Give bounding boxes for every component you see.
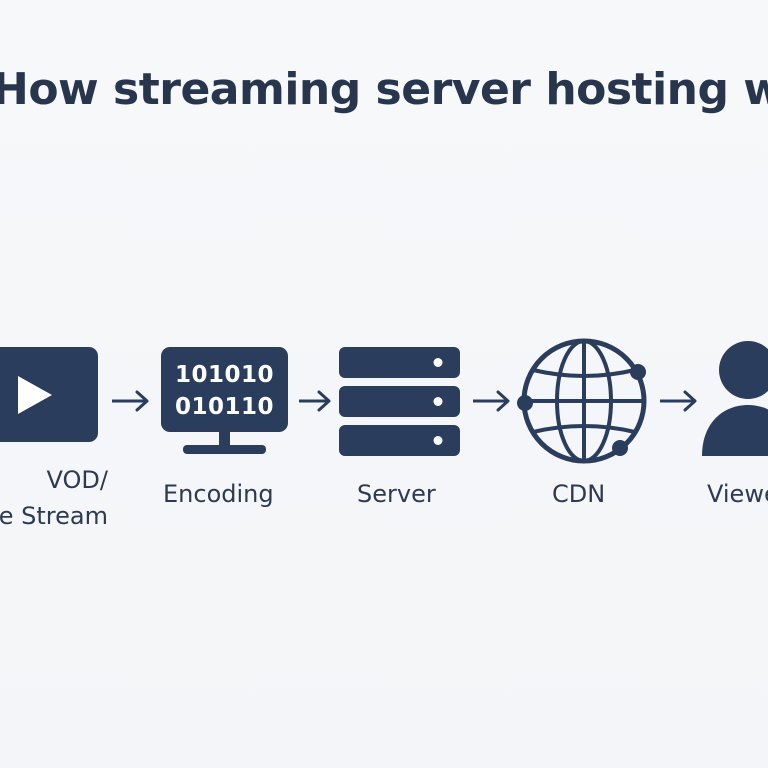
encoding-monitor-icon: 101010 010110: [161, 347, 288, 454]
arrow-icon: [112, 390, 149, 412]
node-label-viewer: Viewe: [707, 480, 768, 508]
user-icon: [702, 341, 768, 456]
video-play-icon: [0, 347, 98, 442]
server-rack-icon: [339, 347, 460, 456]
arrow-icon: [299, 390, 331, 412]
node-label-source-line-1: VOD/: [46, 466, 108, 494]
encoding-bits-line-2: 010110: [175, 394, 274, 420]
diagram-title: How streaming server hosting works: [0, 64, 768, 115]
arrow-icon: [660, 390, 697, 412]
node-label-cdn: CDN: [552, 480, 606, 508]
globe-network-icon: [517, 338, 647, 464]
node-label-source-line-2: e Stream: [0, 502, 108, 530]
node-label-server: Server: [357, 480, 436, 508]
arrow-icon: [473, 390, 510, 412]
node-label-encoding: Encoding: [163, 480, 274, 508]
encoding-bits-line-1: 101010: [175, 362, 274, 388]
node-label-source: VOD/ e Stream: [0, 462, 108, 534]
